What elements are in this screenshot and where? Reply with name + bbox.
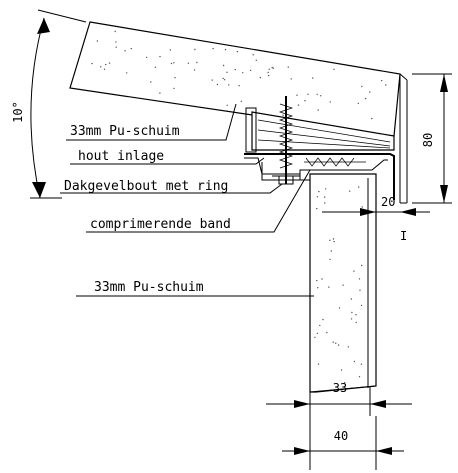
height-label: 80 xyxy=(421,133,435,147)
wall-panel xyxy=(309,173,377,393)
roof-foam-label: 33mm Pu-schuim xyxy=(70,124,180,139)
flange-width-label: 40 xyxy=(334,429,348,443)
bolt-label: Dakgevelbout met ring xyxy=(64,179,228,194)
flange-width-dimension: 40 xyxy=(282,416,404,470)
gap-small-label: I xyxy=(400,229,407,243)
panel-thickness-label: 33 xyxy=(333,381,347,395)
callouts: 33mm Pu-schuim hout inlage Dakgevelbout … xyxy=(60,103,314,297)
angle-label: 10° xyxy=(11,101,25,123)
angle-dimension: 10° xyxy=(11,9,87,199)
wood-inlay xyxy=(245,107,395,153)
gap-label: 20 xyxy=(381,195,395,209)
band-label: comprimerende band xyxy=(90,217,231,232)
roof-foam-texture xyxy=(91,30,387,120)
panel-thickness-dimension: 33 xyxy=(266,381,412,416)
gap-dimension: 20 I xyxy=(322,195,430,243)
wall-foam-label: 33mm Pu-schuim xyxy=(94,280,204,295)
wood-inlay-label: hout inlage xyxy=(78,149,164,164)
height-dimension: 80 xyxy=(412,73,452,204)
wall-foam-texture xyxy=(314,186,363,384)
